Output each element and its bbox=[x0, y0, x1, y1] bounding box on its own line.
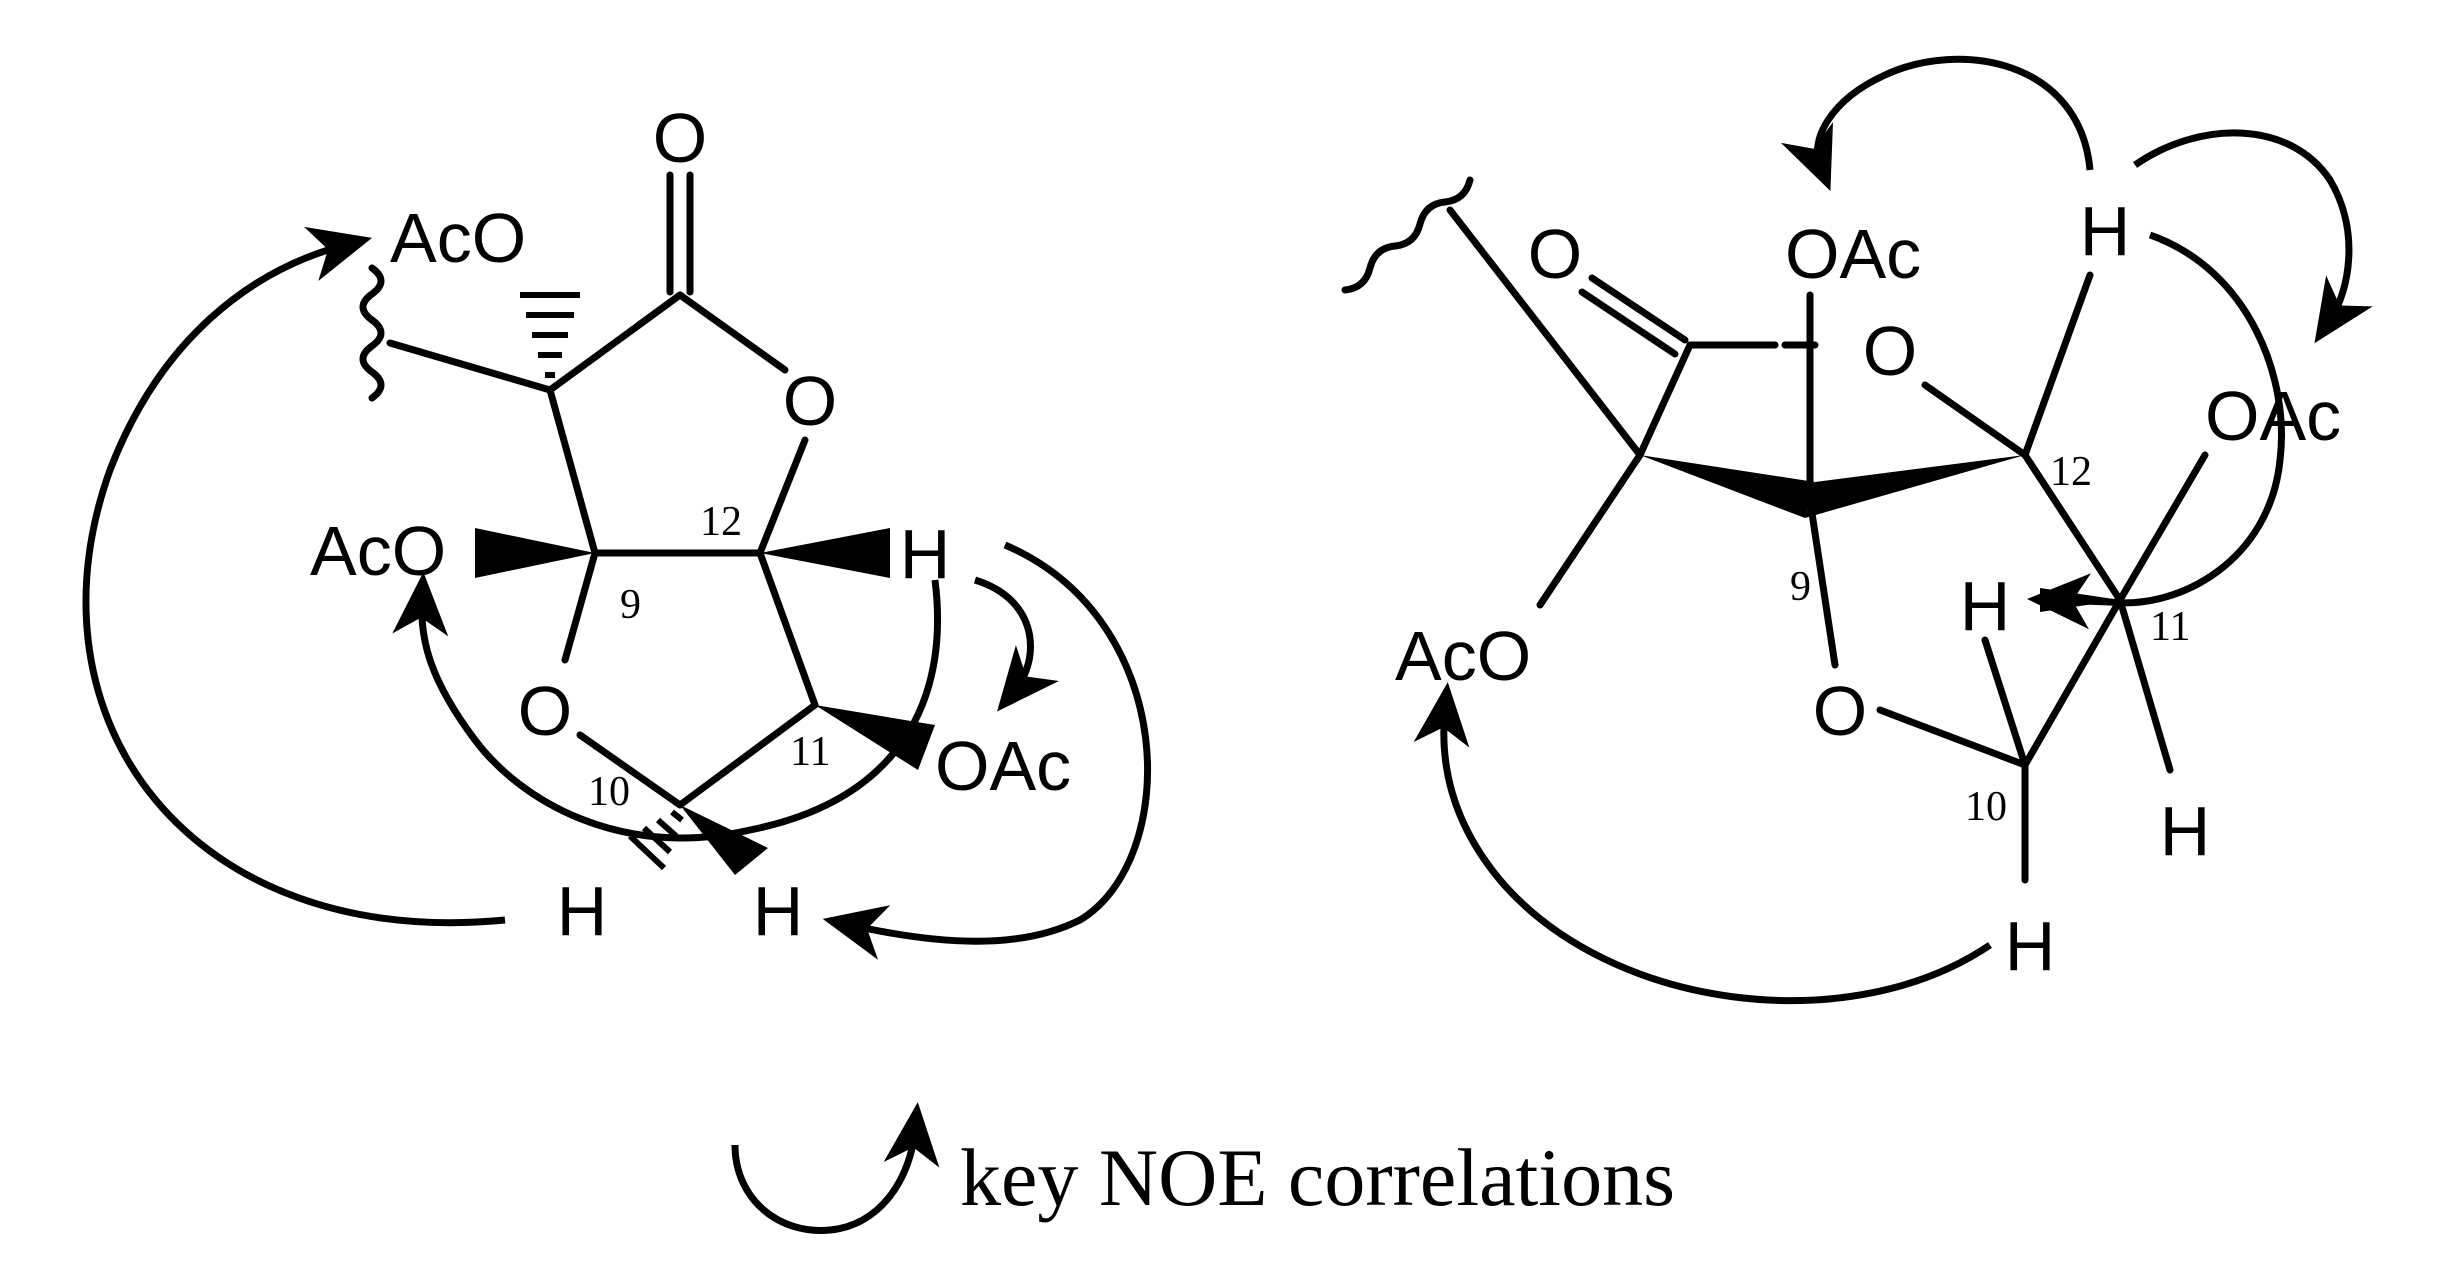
left-num-12: 12 bbox=[700, 499, 742, 545]
left-oac-right: OAc bbox=[935, 727, 1071, 805]
right-noe-arrow-h10-aco bbox=[1413, 682, 1992, 1005]
right-num-12: 12 bbox=[2050, 449, 2092, 495]
left-structure: O O O AcO AcO OAc H H H 9 10 11 12 bbox=[82, 99, 1151, 960]
left-noe-arrows bbox=[82, 226, 1151, 960]
right-oac-top: OAc bbox=[1785, 215, 1921, 293]
right-ring-o-top: O bbox=[1863, 312, 1917, 390]
right-stereo bbox=[1640, 455, 2120, 612]
left-noe-arrow-h12-oac bbox=[973, 576, 1059, 712]
right-structure: O O O OAc OAc AcO H H H H 9 10 11 12 bbox=[1341, 55, 2373, 1005]
left-noe-arrow-h12-aco-left bbox=[392, 572, 942, 842]
left-h10a: H bbox=[557, 872, 608, 950]
right-noe-arrow-h12-oac-right bbox=[2133, 129, 2373, 344]
left-num-11: 11 bbox=[790, 729, 830, 775]
right-noe-arrow-h12-h11 bbox=[2027, 231, 2285, 630]
right-ring-o-bottom: O bbox=[1813, 672, 1867, 750]
right-aco-left: AcO bbox=[1395, 617, 1531, 695]
right-h11: H bbox=[1960, 567, 2011, 645]
right-h12: H bbox=[2080, 192, 2131, 270]
right-num-10: 10 bbox=[1965, 784, 2007, 830]
right-num-9: 9 bbox=[1790, 564, 1811, 610]
left-ring-o-right: O bbox=[783, 362, 837, 440]
left-aco-left: AcO bbox=[310, 512, 446, 590]
left-num-9: 9 bbox=[620, 582, 641, 628]
right-h11b: H bbox=[2160, 792, 2211, 870]
left-aco-top: AcO bbox=[390, 199, 526, 277]
legend: key NOE correlations bbox=[731, 1102, 1675, 1234]
right-oac-right: OAc bbox=[2205, 377, 2341, 455]
right-num-11: 11 bbox=[2150, 604, 2190, 650]
left-h12: H bbox=[900, 515, 951, 593]
legend-arrow-icon bbox=[731, 1102, 940, 1234]
left-noe-arrow-h12-h10 bbox=[822, 541, 1151, 960]
right-carbonyl-o: O bbox=[1528, 215, 1582, 293]
left-carbonyl-o: O bbox=[653, 99, 707, 177]
right-h10: H bbox=[2005, 907, 2056, 985]
right-noe-arrow-h12-oac-top bbox=[1781, 55, 2094, 192]
legend-label: key NOE correlations bbox=[960, 1132, 1675, 1223]
left-stereo bbox=[475, 292, 935, 875]
left-noe-arrow-h10-aco-top bbox=[82, 226, 506, 927]
right-noe-arrows bbox=[1413, 55, 2373, 1005]
left-ring-o-left: O bbox=[518, 672, 572, 750]
left-bonds bbox=[359, 171, 819, 809]
left-num-10: 10 bbox=[588, 769, 630, 815]
left-h10b: H bbox=[753, 872, 804, 950]
right-bonds bbox=[1341, 176, 2209, 884]
